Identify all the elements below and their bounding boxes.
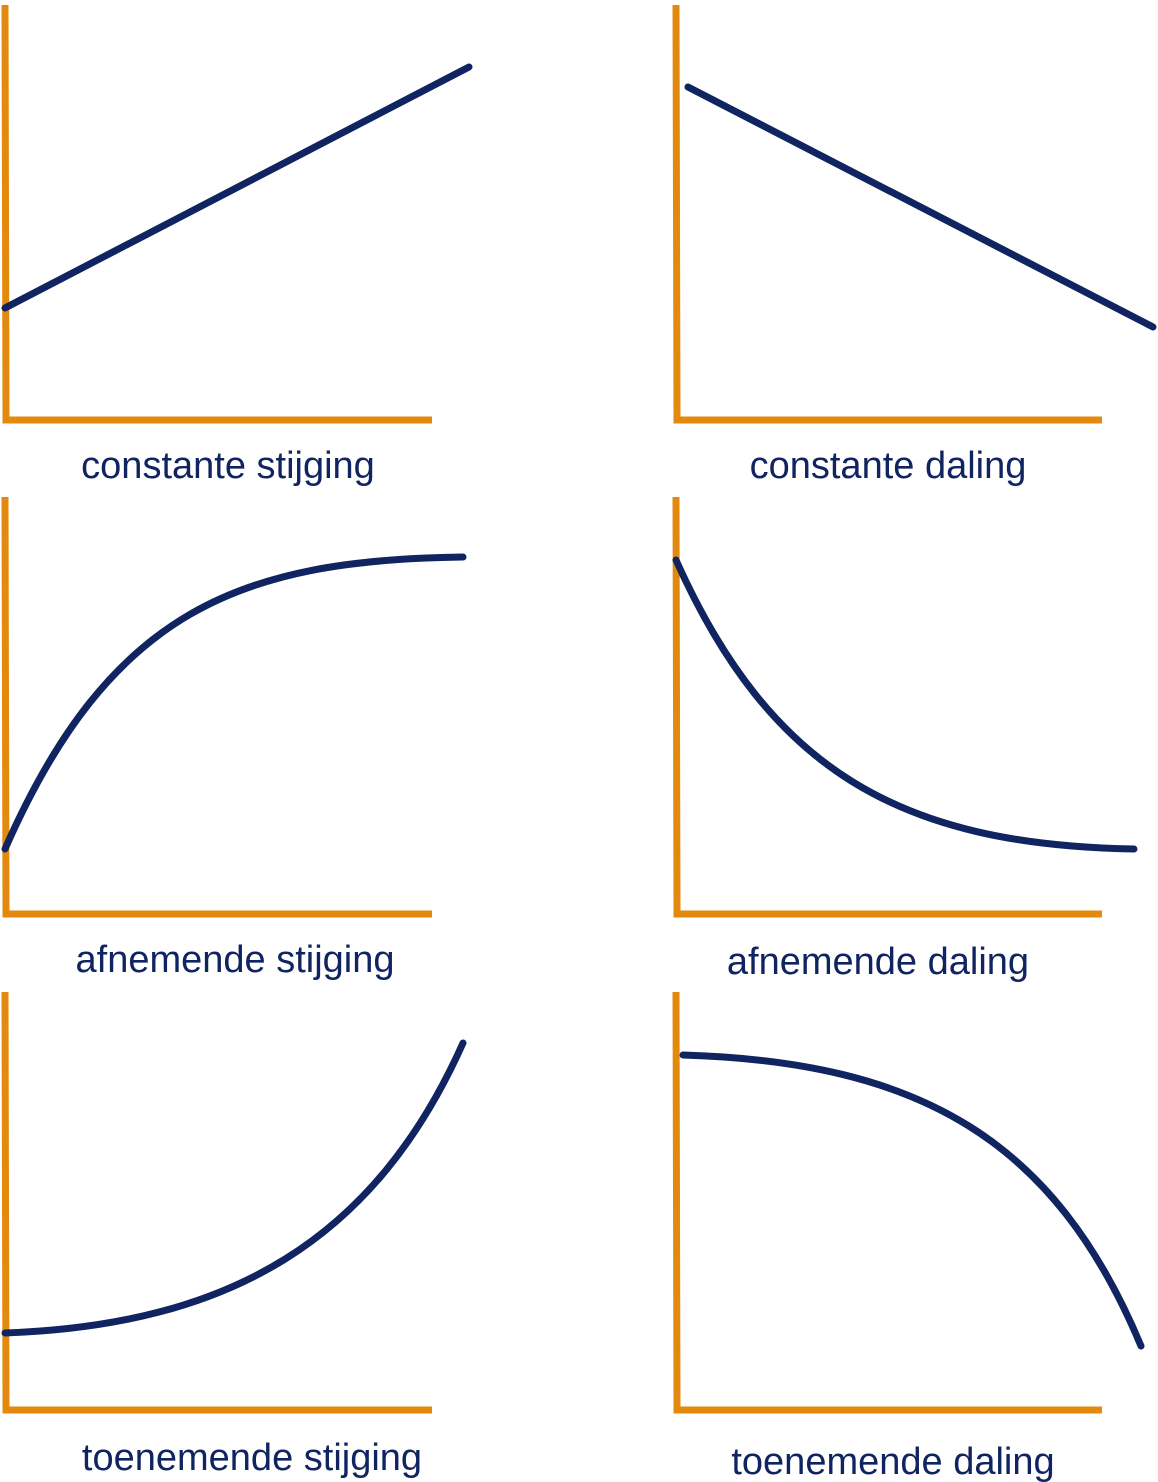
curve-convex-increasing	[1, 1039, 467, 1337]
panel-label: afnemende daling	[727, 941, 1029, 983]
axes	[672, 991, 1102, 1414]
axes	[1, 496, 432, 918]
panel-constante-stijging: constante stijging	[1, 4, 473, 487]
curve-convex-decreasing	[672, 556, 1138, 853]
panel-toenemende-daling: toenemende daling	[672, 991, 1145, 1482]
panel-label: constante daling	[750, 445, 1027, 487]
panel-label: toenemende stijging	[82, 1437, 422, 1479]
axes	[672, 4, 1102, 424]
curve-linear-increasing	[1, 63, 473, 312]
panel-afnemende-stijging: afnemende stijging	[1, 496, 467, 981]
panel-label: toenemende daling	[731, 1441, 1054, 1482]
panel-afnemende-daling: afnemende daling	[672, 496, 1138, 983]
panel-label: afnemende stijging	[76, 939, 395, 981]
curve-concave-increasing	[1, 553, 467, 853]
curve-linear-decreasing	[684, 83, 1157, 331]
axes	[672, 496, 1102, 918]
curve-concave-decreasing	[679, 1051, 1145, 1350]
axes	[1, 991, 432, 1414]
panel-label: constante stijging	[81, 445, 375, 487]
axes	[1, 4, 432, 424]
panel-toenemende-stijging: toenemende stijging	[1, 991, 467, 1479]
panel-constante-daling: constante daling	[672, 4, 1157, 487]
